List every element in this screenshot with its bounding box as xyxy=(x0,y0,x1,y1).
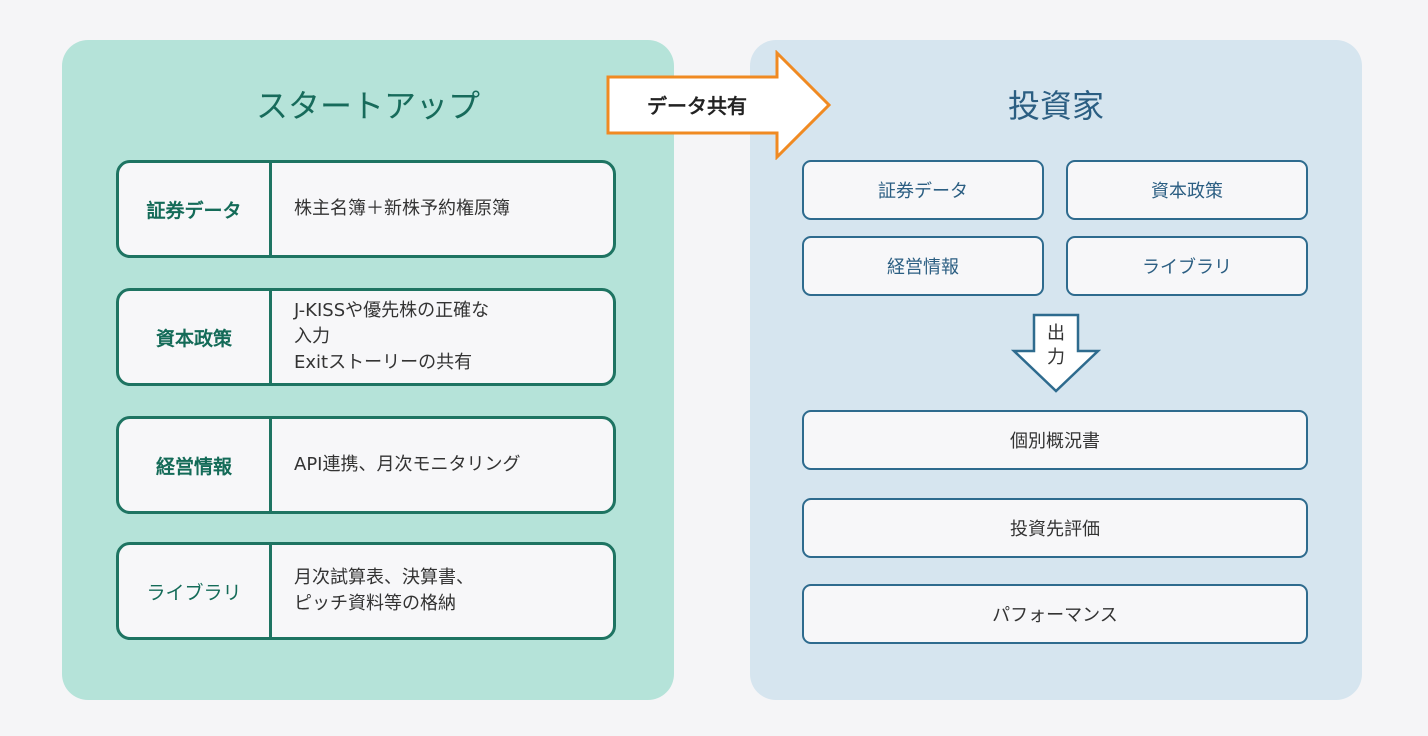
output-arrow-label-line1: 出 xyxy=(1047,323,1065,344)
startup-row-management-info: 経営情報 API連携、月次モニタリング xyxy=(116,416,616,514)
row-description: J-KISSや優先株の正確な 入力 Exitストーリーの共有 xyxy=(272,291,613,383)
investor-panel: 投資家 証券データ 資本政策 経営情報 ライブラリ 個別概況書 投資先評価 パフ… xyxy=(750,40,1362,700)
row-label: 証券データ xyxy=(119,163,272,255)
output-performance: パフォーマンス xyxy=(802,584,1308,644)
investor-title: 投資家 xyxy=(1007,87,1104,125)
row-description-line: Exitストーリーの共有 xyxy=(294,352,473,373)
row-description: 株主名簿＋新株予約権原簿 xyxy=(272,163,613,255)
row-label: ライブラリ xyxy=(119,545,272,637)
row-description: API連携、月次モニタリング xyxy=(272,419,613,511)
investor-item-capital-policy: 資本政策 xyxy=(1066,160,1308,220)
output-portfolio-evaluation: 投資先評価 xyxy=(802,498,1308,558)
startup-row-securities: 証券データ 株主名簿＋新株予約権原簿 xyxy=(116,160,616,258)
output-arrow-label-line2: 力 xyxy=(1047,347,1065,368)
row-description-line: J-KISSや優先株の正確な xyxy=(294,300,490,321)
row-description-line: 月次試算表、決算書、 xyxy=(294,567,474,588)
data-share-arrow-icon: データ共有 xyxy=(606,50,832,160)
row-description: 月次試算表、決算書、 ピッチ資料等の格納 xyxy=(272,545,613,637)
output-arrow-icon: 出 力 xyxy=(1010,313,1102,393)
row-description-line: ピッチ資料等の格納 xyxy=(294,593,456,614)
row-description-line: API連携、月次モニタリング xyxy=(294,454,521,475)
investor-item-securities: 証券データ xyxy=(802,160,1044,220)
startup-row-capital-policy: 資本政策 J-KISSや優先株の正確な 入力 Exitストーリーの共有 xyxy=(116,288,616,386)
startup-panel: スタートアップ 証券データ 株主名簿＋新株予約権原簿 資本政策 J-KISSや優… xyxy=(62,40,674,700)
data-share-label: データ共有 xyxy=(647,94,747,118)
startup-title: スタートアップ xyxy=(255,87,480,125)
output-individual-summary: 個別概況書 xyxy=(802,410,1308,470)
row-description-line: 株主名簿＋新株予約権原簿 xyxy=(294,198,510,219)
startup-row-library: ライブラリ 月次試算表、決算書、 ピッチ資料等の格納 xyxy=(116,542,616,640)
row-description-line: 入力 xyxy=(294,326,330,347)
row-label: 資本政策 xyxy=(119,291,272,383)
investor-item-management-info: 経営情報 xyxy=(802,236,1044,296)
investor-item-library: ライブラリ xyxy=(1066,236,1308,296)
row-label: 経営情報 xyxy=(119,419,272,511)
